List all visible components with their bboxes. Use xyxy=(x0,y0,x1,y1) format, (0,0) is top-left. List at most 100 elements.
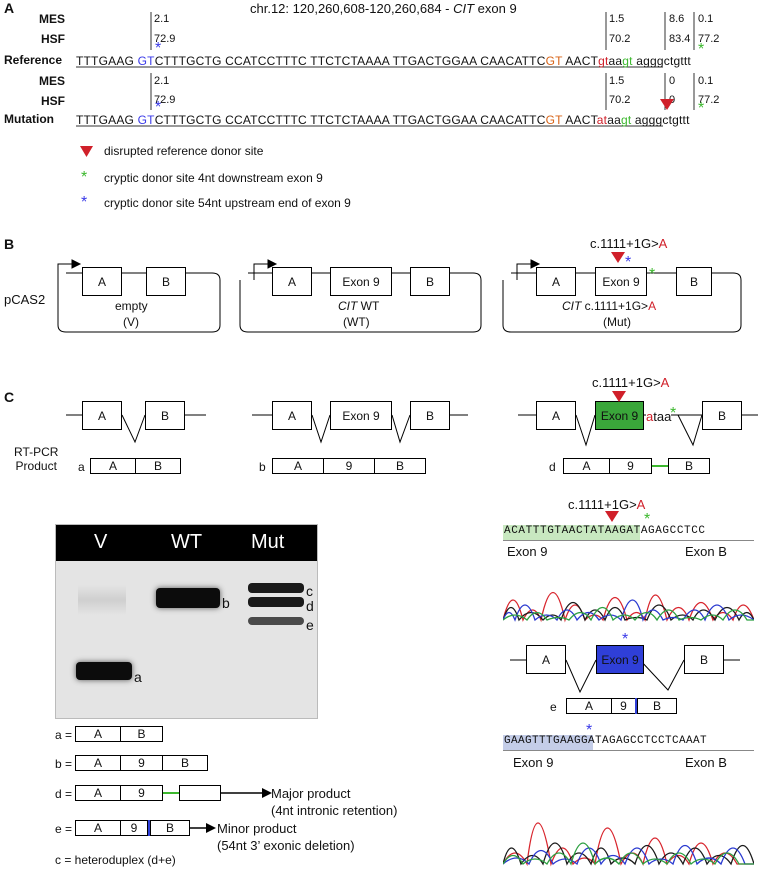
ref-hsf-label: HSF xyxy=(41,32,65,46)
chrom2-exonb: Exon B xyxy=(685,755,727,770)
key-e-deletion-mark xyxy=(148,820,150,836)
mut-mes-1: 2.1 xyxy=(154,75,170,87)
exon-a-box: A xyxy=(536,267,576,296)
key-d-label: d = xyxy=(55,787,73,801)
product-b-exon-a: A xyxy=(272,458,324,474)
panel-b-constructs xyxy=(57,259,742,333)
blue-star-icon: * xyxy=(155,40,162,57)
green-star-icon: * xyxy=(81,169,88,186)
exon-a-box: A xyxy=(536,401,576,430)
exon-9-box: Exon 9 xyxy=(330,267,392,296)
product-b-exon-b: B xyxy=(374,458,426,474)
exon-b-box: B xyxy=(146,267,186,296)
blue-star-icon: * xyxy=(586,722,593,739)
product-d-exon-b: B xyxy=(668,458,710,474)
chrom1-mutation-label: c.1111+1G>A xyxy=(568,497,646,512)
product-e-exon-a: A xyxy=(566,698,612,714)
mut-hsf-4: 77.2 xyxy=(698,94,720,106)
cryptic-splicing-diagram xyxy=(510,659,740,694)
mutation-label: Mutation xyxy=(4,112,54,126)
mutation-sequence: TTTGAAG GTCTTTGCTG CCATCCTTTC TTCTCTAAAA… xyxy=(76,113,690,127)
product-d-exon-a: A xyxy=(563,458,610,474)
panel-a-guides xyxy=(76,12,695,127)
mut-mes-label: MES xyxy=(39,74,66,88)
gel-label-c: c xyxy=(306,583,313,599)
exon-a-box: A xyxy=(82,267,122,296)
blue-star-icon: * xyxy=(81,194,88,211)
chrom2-axis xyxy=(503,750,754,751)
panel-c-label: C xyxy=(4,389,15,405)
chrom1-sequence: ACATTTGTAACTATAAGATAGAGCCTCC xyxy=(504,525,706,537)
gel-band-e xyxy=(248,617,304,625)
mutation-label-b: c.1111+1G>A xyxy=(590,236,668,251)
product-e-label: e xyxy=(550,700,557,714)
exon-9-box-blue: Exon 9 xyxy=(596,645,644,674)
lane-wt-label: WT xyxy=(171,531,203,553)
red-triangle-icon xyxy=(605,511,619,522)
ref-hsf-1: 72.9 xyxy=(154,33,176,45)
chrom2-sequence: GAAGTTTGAAGGATAGAGCCTCCTCAAAT xyxy=(504,735,708,747)
product-b-exon-9: 9 xyxy=(323,458,375,474)
mut-hsf-2: 70.2 xyxy=(609,94,631,106)
exon-b-box: B xyxy=(410,267,450,296)
mut-hsf-label: HSF xyxy=(41,94,65,108)
red-triangle-icon xyxy=(660,99,674,110)
chrom1-exon9: Exon 9 xyxy=(507,544,548,559)
product-d-retention xyxy=(652,465,668,467)
chrom2-exon9: Exon 9 xyxy=(513,755,554,770)
mut-mes-2: 1.5 xyxy=(609,75,625,87)
product-d-exon-9: 9 xyxy=(609,458,652,474)
product-b-label: b xyxy=(259,460,266,474)
key-b-exon-a: A xyxy=(75,755,121,771)
key-b-exon-9: 9 xyxy=(120,755,163,771)
mut-mes-4: 0.1 xyxy=(698,75,714,87)
key-a-label: a = xyxy=(55,728,73,742)
legend-disrupted: disrupted reference donor site xyxy=(104,144,264,158)
lane-v-label: V xyxy=(94,531,108,553)
blue-star-icon: * xyxy=(155,99,162,116)
key-b-exon-b: B xyxy=(162,755,208,771)
gel-smear xyxy=(78,585,126,615)
key-e-label: e = xyxy=(55,822,73,836)
exon-9-box: Exon 9 xyxy=(595,267,647,296)
key-e-exon-a: A xyxy=(75,820,121,836)
product-e-exon-9: 9 xyxy=(611,698,636,714)
exon-9-box-green: Exon 9 xyxy=(595,401,644,430)
exon-a-box: A xyxy=(272,267,312,296)
product-d-label: d xyxy=(549,460,556,474)
pcas2-label: pCAS2 xyxy=(4,292,46,307)
panel-a-label: A xyxy=(4,0,15,16)
gel-band-a xyxy=(76,662,132,680)
product-a-exon-a: A xyxy=(90,458,136,474)
gel-image: V WT Mut xyxy=(55,524,318,719)
ref-mes-1: 2.1 xyxy=(154,13,170,25)
exon-b-box: B xyxy=(410,401,450,430)
key-e-exon-9: 9 xyxy=(120,820,148,836)
chromatogram-2 xyxy=(503,822,754,867)
key-d-exon-9: 9 xyxy=(120,785,163,801)
gel-band-b xyxy=(156,588,220,608)
key-a-exon-a: A xyxy=(75,726,121,742)
gel-label-b: b xyxy=(222,595,230,611)
green-star-icon: * xyxy=(698,41,705,58)
gel-band-d xyxy=(248,597,304,607)
key-d-retention xyxy=(163,792,179,794)
chromatogram-1 xyxy=(503,591,754,623)
construct-wt-sub: (WT) xyxy=(343,315,370,329)
construct-mut-caption: CIT c.1111+1G>A xyxy=(562,299,657,313)
chrom2-highlight xyxy=(503,735,593,750)
lane-mut-label: Mut xyxy=(251,531,285,553)
ref-hsf-4: 77.2 xyxy=(698,33,720,45)
gel-label-d: d xyxy=(306,598,314,614)
chrom1-highlight-white xyxy=(640,525,754,540)
minor-product-label: Minor product xyxy=(217,821,297,836)
red-triangle-icon xyxy=(611,252,625,263)
exon-9-box: Exon 9 xyxy=(330,401,392,430)
green-star-icon: * xyxy=(644,511,651,528)
blue-star-icon: * xyxy=(622,631,629,648)
exon-b-box: B xyxy=(676,267,712,296)
legend-cryptic-downstream: cryptic donor site 4nt downstream exon 9 xyxy=(104,171,323,185)
construct-v-caption: (V) xyxy=(123,315,139,329)
exon-a-box: A xyxy=(82,401,122,430)
key-b-label: b = xyxy=(55,757,73,771)
